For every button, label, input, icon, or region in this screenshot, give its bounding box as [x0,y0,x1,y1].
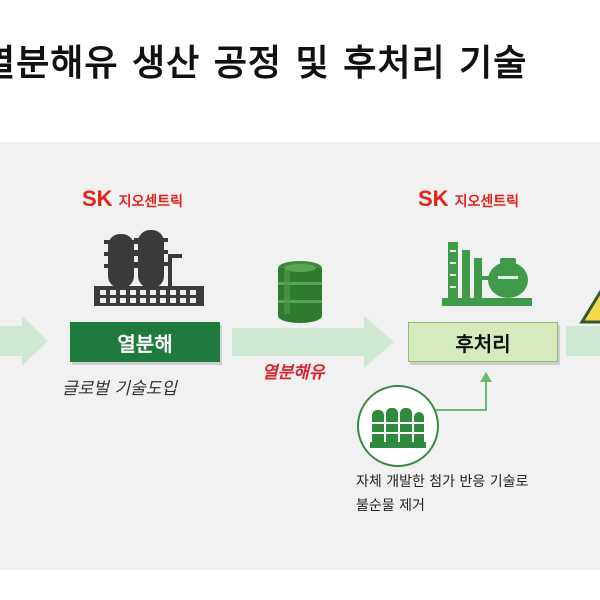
brand-sk-text: SK [418,186,449,211]
refinery-tank-icon [442,242,532,306]
brand-logo-stage1: SK 지오센트릭 [82,186,183,212]
title-bar: 열분해유 생산 공정 및 후처리 기술 [0,0,600,140]
brand-sub-text: 지오센트릭 [118,194,183,210]
note-line-1: 자체 개발한 첨가 반응 기술로 [356,474,529,490]
pyrolysis-stage-box: 열분해 [70,322,220,362]
brand-sub-text: 지오센트릭 [454,194,519,210]
up-arrow-connector [436,372,492,411]
pyrolysis-caption: 글로벌 기술도입 [62,379,177,399]
warning-triangle-icon [579,289,600,324]
process-arrow-right [566,326,600,356]
oil-drum-icon [278,261,322,323]
post-treatment-note: 자체 개발한 첨가 반응 기술로 불순물 제거 [356,470,528,518]
right-arrow-icon [0,316,48,366]
reactor-circle-icon [357,385,439,467]
bottom-strip [0,570,600,600]
page-title: 열분해유 생산 공정 및 후처리 기술 [0,43,528,84]
note-line-2: 불순물 제거 [356,498,425,514]
brand-sk-text: SK [82,186,113,211]
brand-logo-stage2: SK 지오센트릭 [418,186,519,212]
pyrolysis-oil-label: 열분해유 [262,363,325,383]
post-treatment-stage-box: 후처리 [408,322,558,362]
factory-tower-icon [94,230,204,306]
process-arrow-middle [232,316,394,368]
